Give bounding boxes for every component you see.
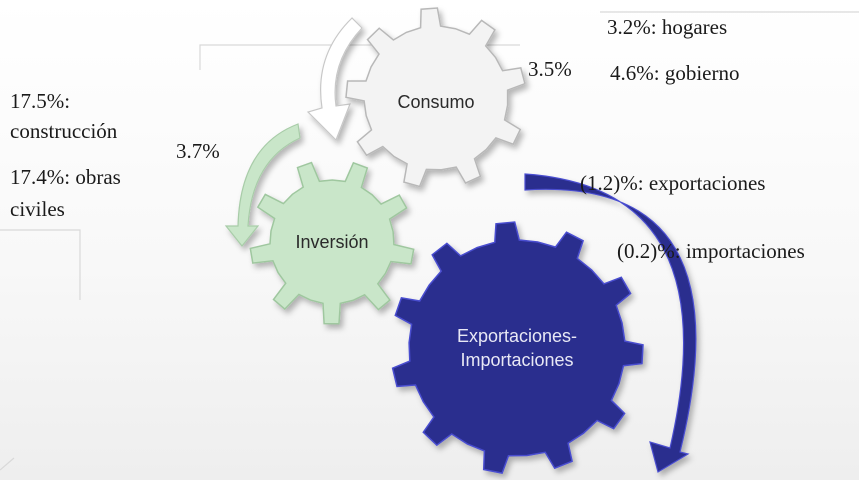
inversion-growth-value: 3.7% (176, 139, 220, 163)
consumo-growth-value: 3.5% (528, 57, 572, 81)
inversion-gear-label: Inversión (295, 232, 368, 252)
inversion-construccion-label-line1: 17.5%: (10, 89, 71, 113)
exportaciones-gear-label-line1: Exportaciones- (457, 326, 577, 346)
exportaciones-gear (391, 221, 644, 474)
consumo-hogares-label: 3.2%: hogares (607, 15, 728, 39)
inversion-cycle-arrow (224, 123, 301, 247)
trade-exportaciones-label: (1.2)%: exportaciones (580, 171, 766, 195)
consumo-gear (345, 7, 526, 188)
exportaciones-gear-label-line2: Importaciones (460, 350, 573, 370)
consumo-cycle-arrow (306, 17, 363, 142)
consumo-gear-label: Consumo (397, 92, 474, 112)
background-panel-bottom-left (0, 457, 15, 471)
trade-importaciones-label: (0.2)%: importaciones (617, 239, 805, 263)
inversion-gear (249, 161, 415, 325)
inversion-obras-label-line2: civiles (10, 197, 65, 221)
background-panel-left (0, 229, 81, 300)
inversion-obras-label-line1: 17.4%: obras (10, 165, 121, 189)
exportaciones-cycle-arrow (524, 173, 697, 473)
inversion-construccion-label-line2: construcción (10, 119, 118, 143)
consumo-gobierno-label: 4.6%: gobierno (610, 61, 740, 85)
